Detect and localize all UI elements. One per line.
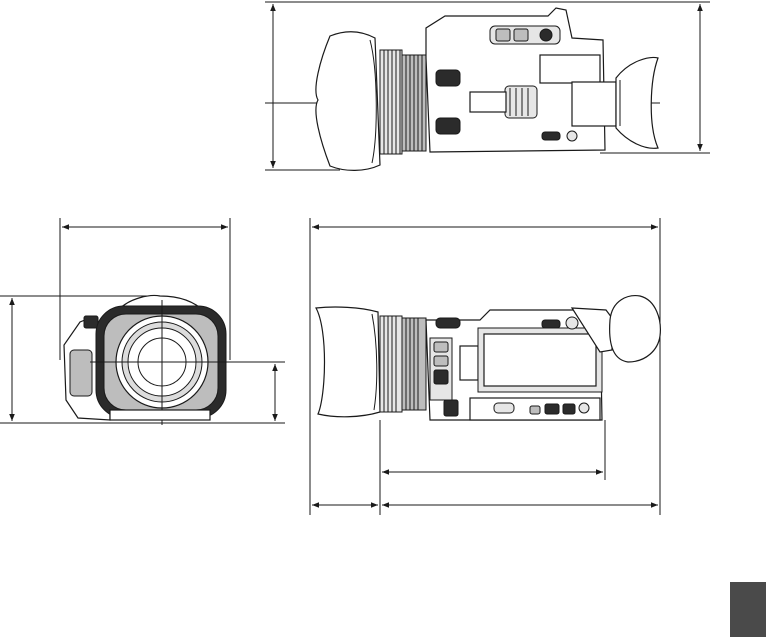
eyecup — [616, 58, 658, 149]
focus-ring — [380, 50, 402, 154]
side-lens-hood — [316, 307, 380, 417]
viewfinder-tube — [572, 82, 616, 126]
page-section-tab — [730, 582, 766, 637]
camcorder-front-view — [0, 218, 285, 425]
camcorder-side-view — [310, 218, 660, 515]
lens-hood — [316, 32, 380, 171]
side-eyecup — [610, 296, 661, 362]
camcorder-top-view — [265, 2, 710, 170]
